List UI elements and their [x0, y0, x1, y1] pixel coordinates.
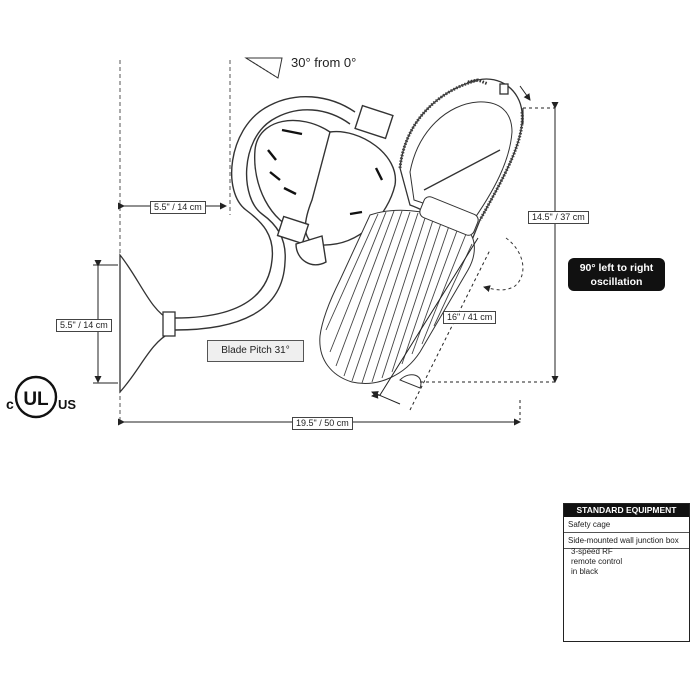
remote-text-line: 3-speed RF — [571, 547, 613, 556]
bracket-arm — [174, 95, 356, 331]
standard-equipment-box: STANDARD EQUIPMENT Safety cage Side-moun… — [563, 503, 690, 642]
remote-description: 3-speed RF remote control in black — [571, 547, 631, 577]
remote-text-line: in black — [571, 567, 599, 576]
blade-guard-wires — [325, 210, 473, 384]
equipment-item: Side-mounted wall junction box — [564, 533, 689, 549]
fan-height-label: 14.5" / 37 cm — [528, 211, 589, 224]
reference-lines — [119, 60, 231, 420]
oscillation-line-1: 90° left to right — [579, 262, 654, 274]
blade-guard-rim — [399, 196, 479, 389]
blade-pitch-label: Blade Pitch 31° — [207, 340, 304, 362]
mount-height-label: 5.5" / 14 cm — [56, 319, 112, 332]
dimension-lines — [93, 85, 559, 426]
oscillation-line-2: oscillation — [590, 276, 643, 288]
wall-mount — [119, 253, 176, 394]
angle-label: 30° from 0° — [291, 55, 357, 70]
equipment-item: Safety cage — [564, 517, 689, 533]
arm-reach-label: 5.5" / 14 cm — [150, 201, 206, 214]
ul-listed-icon: UL — [14, 375, 58, 419]
housing-vents — [267, 128, 384, 216]
total-width-label: 19.5" / 50 cm — [292, 417, 353, 430]
standard-equipment-title: STANDARD EQUIPMENT — [564, 504, 689, 517]
svg-text:UL: UL — [23, 389, 49, 410]
certification-c: c — [6, 396, 14, 412]
remote-text-line: remote control — [571, 557, 623, 566]
oscillation-arc — [483, 237, 524, 292]
certification-us: US — [58, 397, 77, 412]
blade-span-label: 16" / 41 cm — [443, 311, 497, 324]
oscillation-badge: 90° left to right oscillation — [568, 258, 665, 291]
angle-wedge-icon — [244, 57, 283, 79]
